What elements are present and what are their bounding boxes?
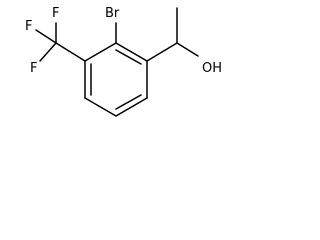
bond-cf3-f-bottom — [39, 42, 57, 62]
ring-bond-c1-c2 — [115, 42, 148, 62]
ring-double-bond-inner-1 — [115, 49, 142, 65]
fluorine-bottom-label: F — [30, 61, 37, 76]
chemical-structure: Br F F F OH — [0, 0, 233, 133]
ring-bond-c4-c5 — [84, 97, 117, 117]
hydroxyl-label: OH — [202, 61, 222, 76]
bond-chc-oh — [176, 42, 199, 57]
bromine-label: Br — [105, 6, 120, 21]
molecule-drawing: Br F F F OH — [25, 6, 222, 117]
benzene-ring — [84, 42, 148, 117]
fluorine-left-label: F — [25, 19, 32, 34]
ring-double-bond-inner-3 — [115, 94, 142, 110]
ring-bond-c2-c3 — [84, 42, 117, 62]
bond-c3-cf3 — [55, 42, 86, 62]
fluorine-top-label: F — [52, 6, 59, 21]
bond-cf3-f-left — [35, 29, 57, 44]
ring-bond-c5-c6 — [115, 97, 148, 117]
bond-c1-chc — [146, 42, 178, 62]
